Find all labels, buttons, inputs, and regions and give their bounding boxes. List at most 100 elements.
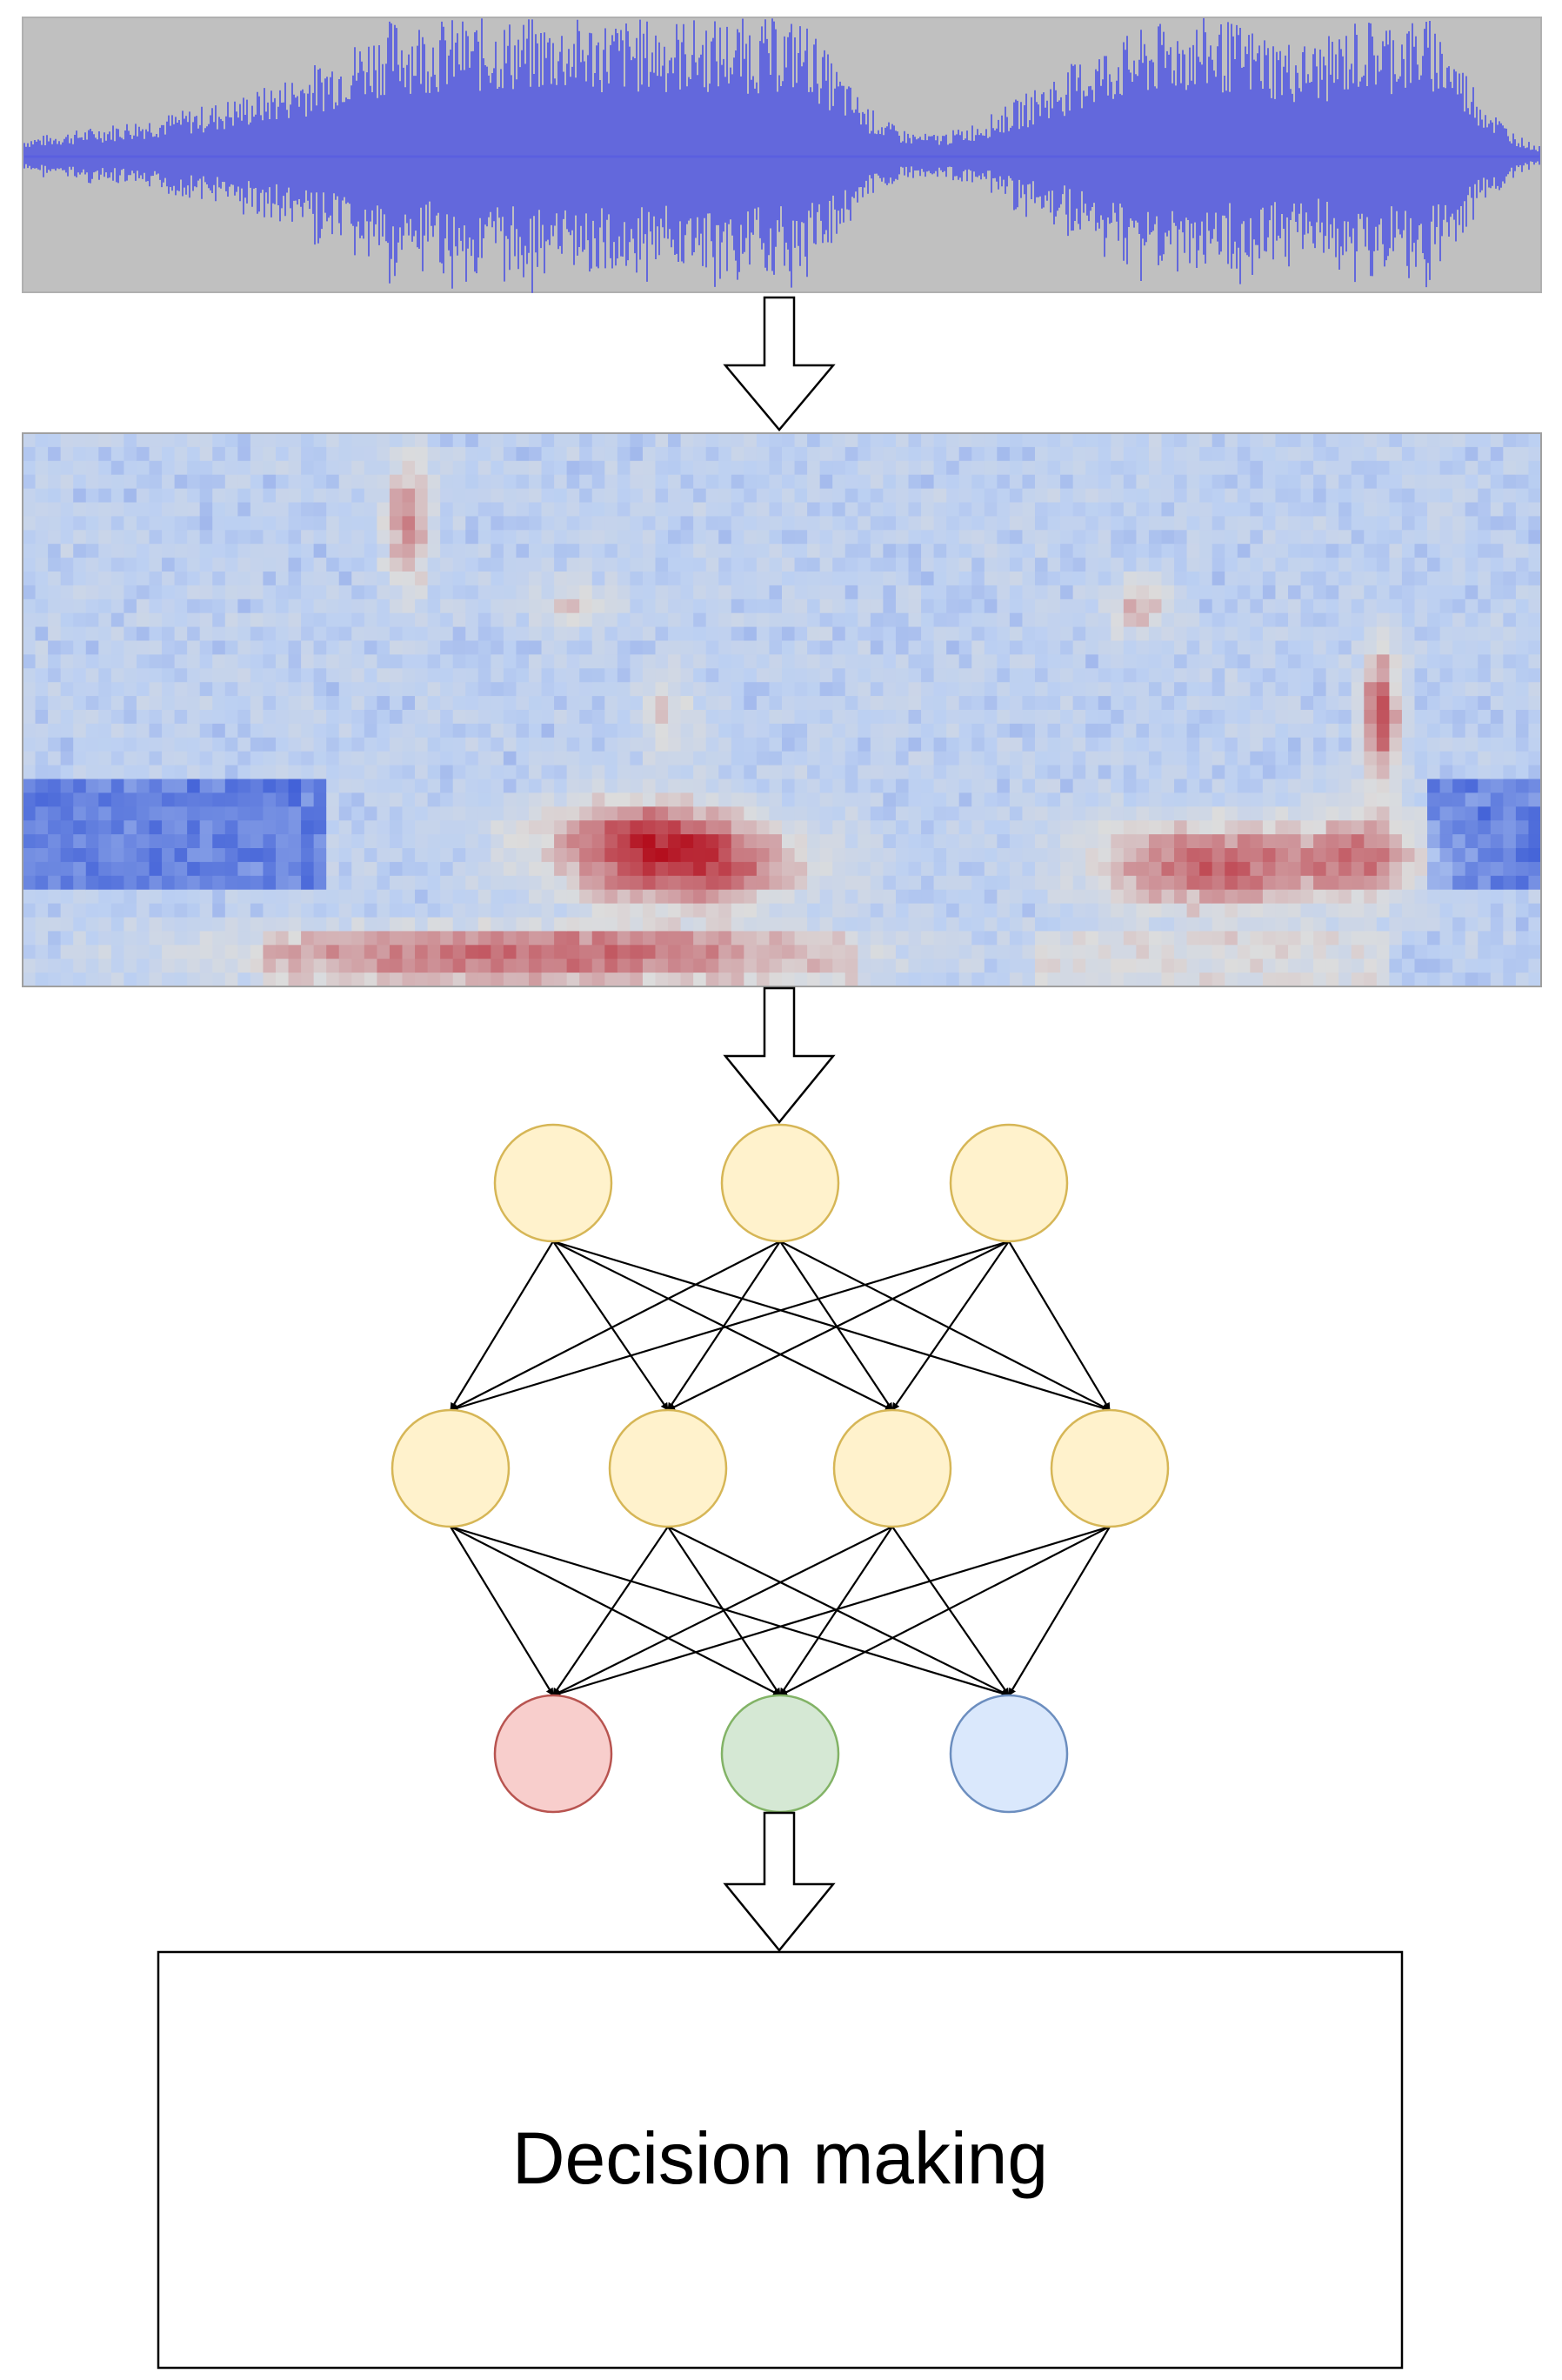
spectrogram-cell bbox=[364, 626, 377, 642]
spectrogram-cell bbox=[680, 598, 694, 614]
spectrogram-cell bbox=[149, 446, 163, 462]
spectrogram-cell bbox=[693, 696, 707, 711]
spectrogram-cell bbox=[870, 668, 884, 683]
spectrogram-cell bbox=[1515, 460, 1530, 476]
spectrogram-cell bbox=[503, 834, 517, 849]
spectrogram-cell bbox=[338, 931, 352, 946]
spectrogram-cell bbox=[35, 917, 49, 932]
spectrogram-cell bbox=[288, 502, 302, 517]
spectrogram-cell bbox=[908, 903, 922, 919]
spectrogram-cell bbox=[1364, 723, 1378, 739]
spectrogram-cell bbox=[1123, 460, 1137, 476]
spectrogram-cell bbox=[326, 806, 340, 821]
spectrogram-cell bbox=[807, 723, 821, 739]
spectrogram-cell bbox=[199, 640, 213, 655]
spectrogram-cell bbox=[477, 931, 491, 946]
spectrogram-cell bbox=[212, 460, 226, 476]
spectrogram-cell bbox=[1148, 792, 1163, 807]
spectrogram-cell bbox=[440, 779, 454, 793]
spectrogram-cell bbox=[1022, 696, 1036, 711]
spectrogram-cell bbox=[377, 474, 390, 490]
spectrogram-cell bbox=[984, 820, 998, 835]
spectrogram-cell bbox=[566, 488, 580, 504]
spectrogram-cell bbox=[338, 612, 352, 628]
spectrogram-cell bbox=[579, 516, 593, 531]
spectrogram-cell bbox=[199, 474, 213, 490]
spectrogram-cell bbox=[908, 558, 922, 572]
spectrogram-cell bbox=[1389, 848, 1403, 863]
spectrogram-cell bbox=[1364, 585, 1378, 600]
spectrogram-cell bbox=[199, 779, 213, 793]
spectrogram-cell bbox=[1313, 598, 1327, 614]
spectrogram-cell bbox=[630, 903, 644, 919]
spectrogram-cell bbox=[769, 959, 783, 973]
spectrogram-cell bbox=[60, 710, 74, 725]
spectrogram-cell bbox=[1136, 572, 1150, 586]
spectrogram-cell bbox=[997, 598, 1011, 614]
spectrogram-cell bbox=[693, 917, 707, 932]
spectrogram-cell bbox=[895, 751, 910, 766]
spectrogram-cell bbox=[1503, 973, 1517, 987]
spectrogram-cell bbox=[807, 433, 821, 448]
spectrogram-cell bbox=[604, 460, 618, 476]
spectrogram-cell bbox=[883, 861, 897, 877]
spectrogram-cell bbox=[1072, 765, 1086, 780]
spectrogram-cell bbox=[705, 903, 719, 919]
spectrogram-cell bbox=[212, 820, 226, 835]
spectrogram-cell bbox=[1250, 446, 1264, 462]
spectrogram-cell bbox=[452, 931, 466, 946]
spectrogram-cell bbox=[1490, 433, 1504, 448]
spectrogram-cell bbox=[98, 640, 112, 655]
spectrogram-cell bbox=[1313, 544, 1327, 558]
spectrogram-cell bbox=[1414, 889, 1428, 905]
spectrogram-cell bbox=[402, 723, 416, 739]
spectrogram-cell bbox=[60, 626, 74, 642]
spectrogram-cell bbox=[136, 765, 150, 780]
spectrogram-cell bbox=[313, 502, 327, 517]
spectrogram-cell bbox=[491, 488, 504, 504]
spectrogram-cell bbox=[491, 737, 504, 752]
spectrogram-cell bbox=[149, 460, 163, 476]
spectrogram-cell bbox=[1085, 861, 1099, 877]
spectrogram-cell bbox=[465, 806, 479, 821]
spectrogram-cell bbox=[1439, 945, 1453, 959]
spectrogram-cell bbox=[1047, 668, 1061, 683]
spectrogram-cell bbox=[224, 558, 238, 572]
spectrogram-cell bbox=[1503, 626, 1517, 642]
spectrogram-cell bbox=[1148, 460, 1163, 476]
spectrogram-cell bbox=[212, 516, 226, 531]
spectrogram-cell bbox=[1111, 848, 1125, 863]
spectrogram-cell bbox=[326, 640, 340, 655]
spectrogram-cell bbox=[351, 460, 365, 476]
spectrogram-cell bbox=[1212, 792, 1225, 807]
spectrogram-cell bbox=[1174, 751, 1188, 766]
spectrogram-cell bbox=[1300, 640, 1314, 655]
spectrogram-cell bbox=[326, 516, 340, 531]
spectrogram-cell bbox=[1465, 474, 1479, 490]
spectrogram-cell bbox=[23, 723, 37, 739]
spectrogram-cell bbox=[655, 474, 669, 490]
spectrogram-cell bbox=[579, 585, 593, 600]
spectrogram-cell bbox=[604, 612, 618, 628]
spectrogram-cell bbox=[1199, 917, 1213, 932]
spectrogram-cell bbox=[984, 806, 998, 821]
spectrogram-cell bbox=[85, 654, 99, 669]
spectrogram-cell bbox=[997, 460, 1011, 476]
spectrogram-cell bbox=[579, 474, 593, 490]
spectrogram-cell bbox=[1288, 737, 1302, 752]
spectrogram-cell bbox=[73, 765, 87, 780]
spectrogram-cell bbox=[958, 834, 972, 849]
spectrogram-cell bbox=[895, 544, 910, 558]
spectrogram-cell bbox=[1490, 779, 1504, 793]
spectrogram-cell bbox=[136, 654, 150, 669]
spectrogram-cell bbox=[1351, 696, 1365, 711]
spectrogram-cell bbox=[1300, 723, 1314, 739]
spectrogram-cell bbox=[187, 931, 201, 946]
spectrogram-cell bbox=[844, 792, 858, 807]
spectrogram-cell bbox=[389, 654, 404, 669]
spectrogram-cell bbox=[642, 696, 657, 711]
spectrogram-cell bbox=[187, 488, 201, 504]
spectrogram-cell bbox=[529, 585, 543, 600]
spectrogram-cell bbox=[1478, 502, 1492, 517]
spectrogram-cell bbox=[1098, 544, 1111, 558]
